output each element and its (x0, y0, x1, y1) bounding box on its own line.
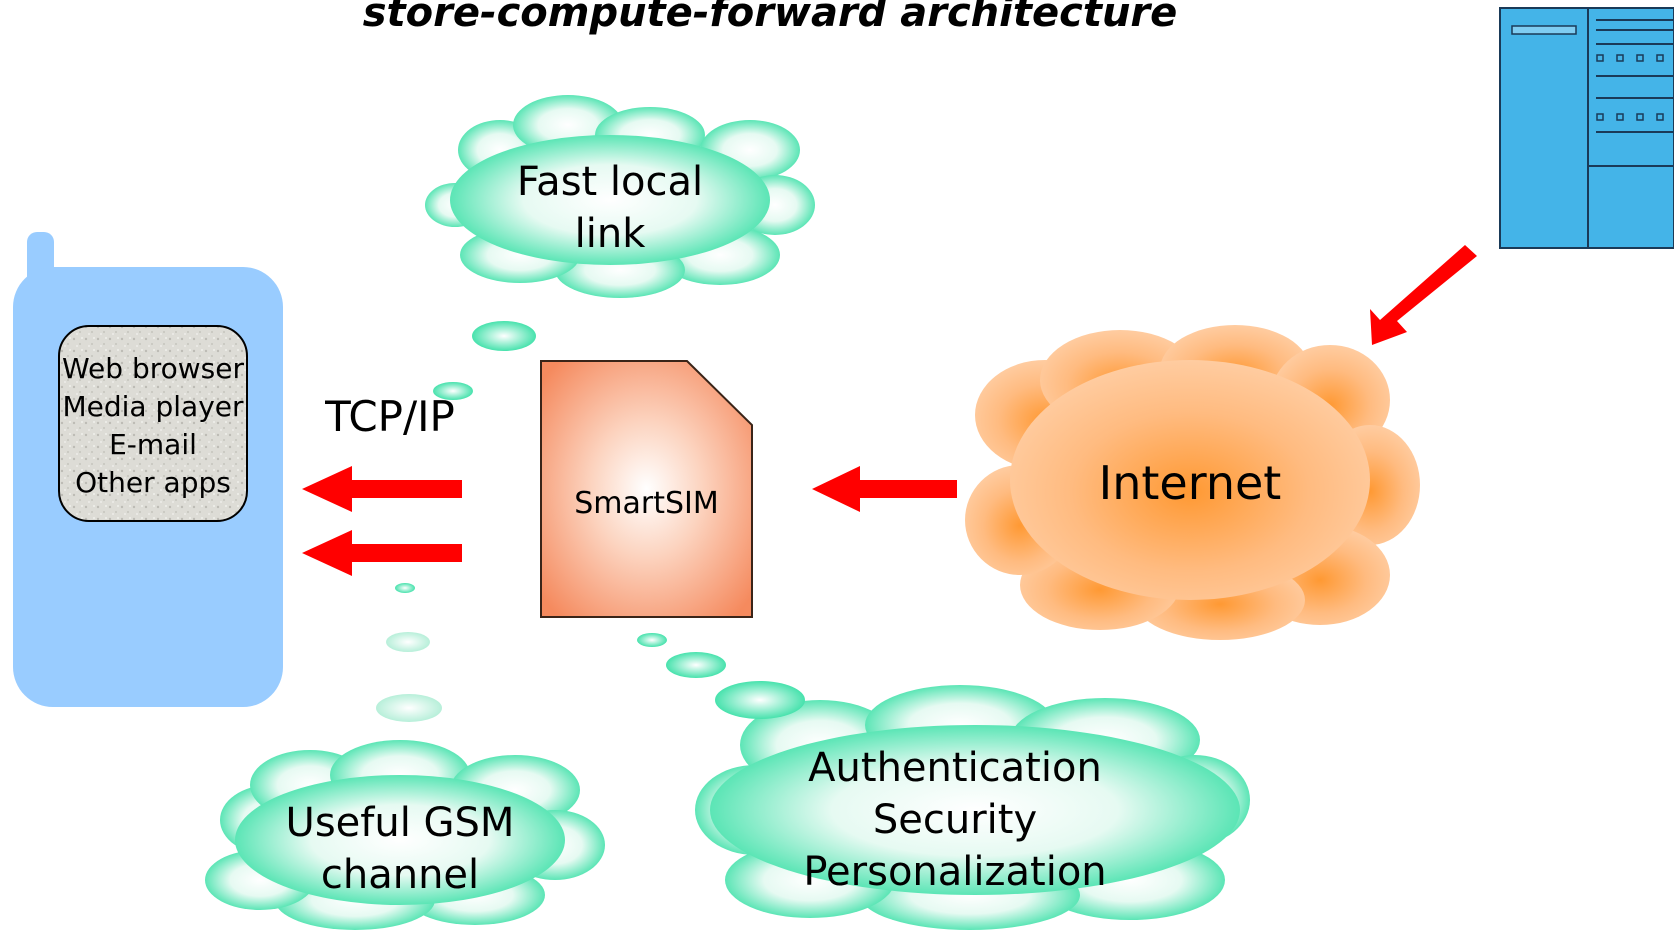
bubbles-gsm (376, 583, 442, 722)
cloud-text-line: channel (320, 852, 480, 898)
server-icon (1499, 7, 1674, 249)
arrows (302, 245, 1477, 576)
cloud-text-line: Fast local (516, 159, 704, 205)
arrow-internet-to-sim (812, 466, 957, 512)
server-leds (1596, 54, 1664, 121)
internet-label: Internet (1098, 456, 1282, 510)
arrow-tcp-ip-1 (302, 466, 462, 512)
cloud-text-line: Personalization (803, 849, 1107, 895)
fast-link-text: Fast local link (480, 156, 740, 260)
phone-app-list: Web browser Media player E-mail Other ap… (59, 350, 247, 502)
arrow-server-to-internet (1370, 245, 1477, 345)
features-text: Authentication Security Personalization (780, 742, 1130, 898)
app-item: Web browser (62, 352, 244, 385)
app-item: Media player (62, 390, 244, 423)
bubbles-features (637, 633, 805, 719)
cloud-text-line: Useful GSM (285, 800, 515, 846)
diagram-title: store-compute-forward architecture (362, 0, 1178, 36)
smartsim-card (540, 360, 753, 618)
tcp-ip-label: TCP/IP (325, 392, 455, 441)
mobile-phone (13, 232, 283, 707)
app-item: Other apps (75, 466, 231, 499)
cloud-text-line: Security (872, 797, 1038, 843)
cloud-text-line: Authentication (808, 745, 1102, 791)
bubbles-fast-link (433, 321, 536, 400)
smartsim-label: SmartSIM (574, 486, 719, 521)
phone-screen (58, 325, 248, 522)
cloud-fast-local-link (425, 95, 815, 298)
cloud-features (695, 685, 1250, 930)
app-item: E-mail (109, 428, 197, 461)
cloud-text-line: link (574, 211, 646, 257)
arrow-tcp-ip-2 (302, 530, 462, 576)
gsm-text: Useful GSM channel (260, 797, 540, 901)
server-drive-slot (1511, 25, 1577, 35)
cloud-gsm-channel (205, 740, 605, 930)
cloud-internet (965, 325, 1420, 640)
